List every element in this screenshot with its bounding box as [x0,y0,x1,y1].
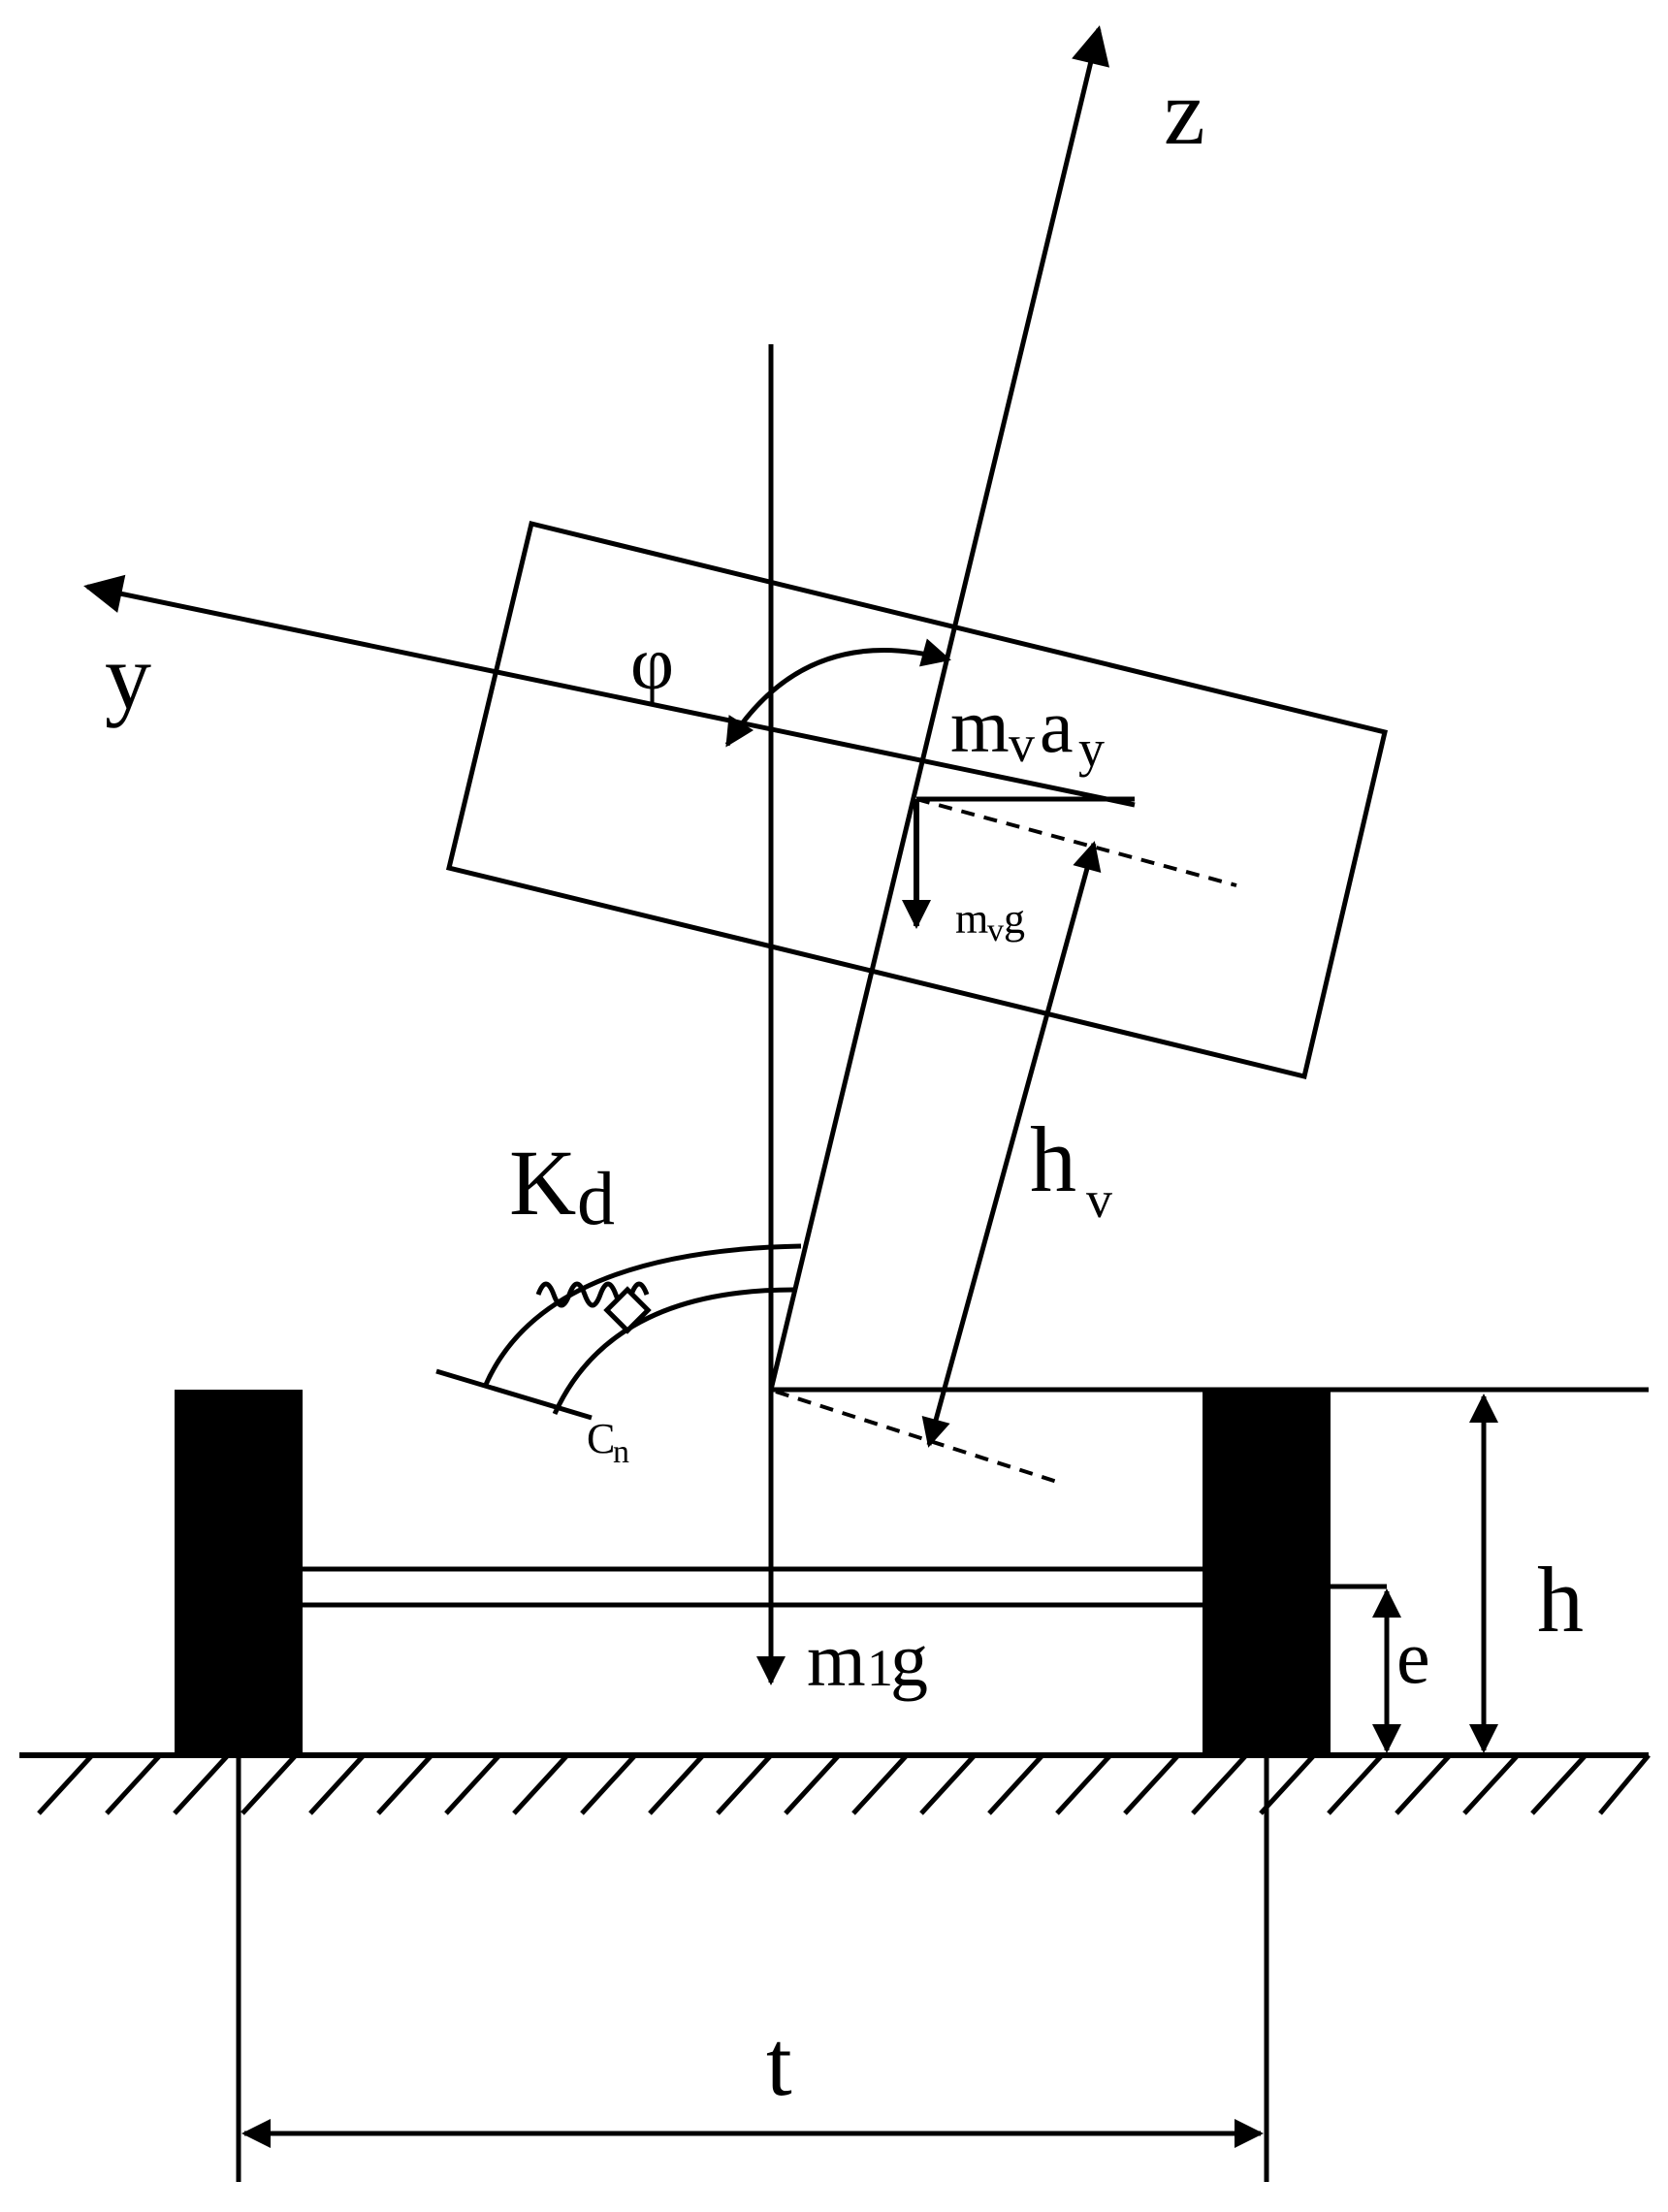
damper-icon [603,1286,652,1334]
svg-text:m: m [950,684,1010,768]
roll-damping-label: C n [587,1415,629,1470]
svg-text:v: v [1009,715,1035,773]
svg-text:d: d [577,1156,615,1240]
svg-text:y: y [1078,720,1105,778]
svg-text:K: K [509,1131,576,1234]
roll-stiffness-damping [435,1243,802,1421]
roll-angle-arc [724,638,951,748]
sprung-weight-label: m v g [955,895,1025,948]
axle-height-dimension [1331,1584,1401,1753]
right-wheel [1203,1390,1331,1755]
left-wheel [175,1390,303,1755]
svg-text:m: m [807,1618,866,1702]
height-dimension [771,1387,1649,1753]
svg-text:a: a [1040,684,1074,768]
h-label: h [1537,1548,1584,1651]
svg-text:v: v [987,913,1004,948]
body-reference-dashed [915,797,1237,887]
svg-text:C: C [587,1415,615,1462]
y-label: y [105,625,151,728]
axle [303,1566,1203,1608]
cg-height-dimension [921,841,1102,1448]
t-label: t [766,2011,792,2115]
cg-height-label: h v [1030,1107,1112,1229]
roll-center-dashed [775,1390,1058,1484]
svg-text:h: h [1030,1107,1076,1211]
svg-text:v: v [1086,1170,1112,1229]
svg-text:m: m [955,895,988,943]
svg-text:g: g [890,1618,928,1702]
lateral-force-label: m v a y [950,684,1105,778]
roll-stiffness-label: K d [509,1131,615,1240]
unsprung-weight-label: m 1 g [807,1618,928,1702]
track-width-dimension [236,1755,1269,2182]
svg-text:n: n [613,1434,629,1470]
phi-label: φ [630,621,674,705]
z-label: z [1164,60,1205,164]
sprung-mass-body [445,520,1388,1080]
svg-text:g: g [1004,895,1025,943]
e-label: e [1396,1615,1430,1699]
y-axis [83,574,1136,808]
ground [19,1752,1651,1815]
svg-text:1: 1 [867,1639,893,1697]
